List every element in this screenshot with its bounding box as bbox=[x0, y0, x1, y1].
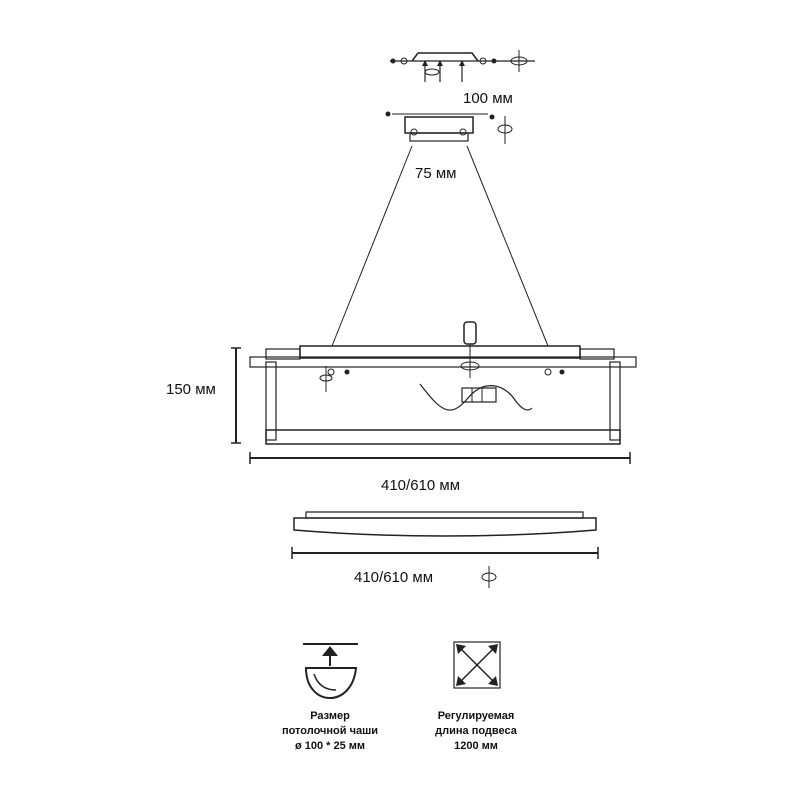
cup-caption-line2: потолочной чаши bbox=[282, 725, 378, 737]
length-caption-line1: Регулируемая bbox=[438, 710, 515, 722]
cup-caption-line3: ø 100 * 25 мм bbox=[295, 740, 365, 752]
canopy-width-label: 75 мм bbox=[415, 165, 456, 182]
length-caption-line3: 1200 мм bbox=[454, 740, 498, 752]
mounting-bracket bbox=[390, 50, 535, 82]
adjustable-length-icon bbox=[453, 641, 501, 689]
height-label: 150 мм bbox=[166, 381, 216, 398]
cup-caption-line1: Размер bbox=[310, 710, 350, 722]
lamp-body bbox=[249, 321, 637, 445]
length-dimension-bottom bbox=[291, 547, 599, 588]
length-label-top: 410/610 мм bbox=[381, 477, 460, 494]
length-dimension-top bbox=[249, 452, 631, 464]
ceiling-cup-icon bbox=[303, 643, 358, 700]
mount-width-label: 100 мм bbox=[463, 90, 513, 107]
suspension-cables bbox=[331, 145, 549, 347]
length-label-bottom: 410/610 мм bbox=[354, 569, 433, 586]
length-caption-line2: длина подвеса bbox=[435, 725, 518, 737]
canopy bbox=[385, 111, 513, 144]
height-dimension bbox=[231, 347, 241, 444]
lamp-side-view bbox=[293, 511, 597, 537]
